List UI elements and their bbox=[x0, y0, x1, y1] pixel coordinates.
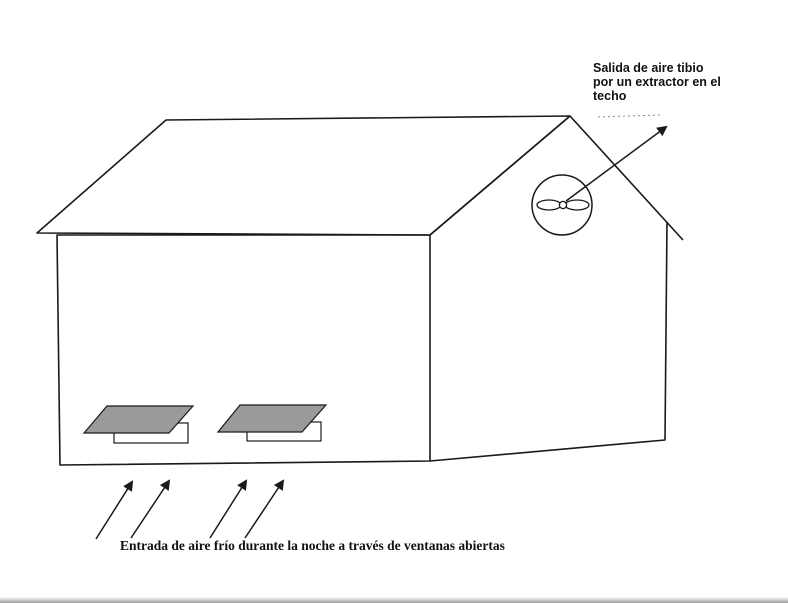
warm-air-arrow bbox=[565, 125, 668, 202]
warm-air-outlet-line-2: por un extractor en el bbox=[593, 75, 721, 89]
warm-air-outlet-line-3: techo bbox=[593, 89, 627, 103]
extractor-fan-icon bbox=[531, 174, 593, 236]
cold-air-arrow-icon bbox=[130, 479, 171, 539]
roof bbox=[36, 115, 571, 236]
bottom-shadow-divider bbox=[0, 597, 788, 603]
cold-air-arrow-icon bbox=[244, 479, 285, 539]
cold-air-arrow-icon bbox=[209, 479, 248, 539]
outlet-dotted-line bbox=[597, 114, 661, 118]
open-window-icon bbox=[82, 405, 195, 444]
warm-air-outlet-line-1: Salida de aire tibio bbox=[593, 61, 704, 75]
warm-air-outlet-label: Salida de aire tibio por un extractor en… bbox=[593, 61, 783, 103]
side-wall bbox=[429, 221, 668, 462]
gable-wall bbox=[429, 115, 684, 241]
open-window-icon bbox=[216, 404, 328, 442]
cold-air-inlet-label: Entrada de aire frío durante la noche a … bbox=[120, 538, 505, 553]
cold-air-arrow-icon bbox=[95, 480, 134, 540]
